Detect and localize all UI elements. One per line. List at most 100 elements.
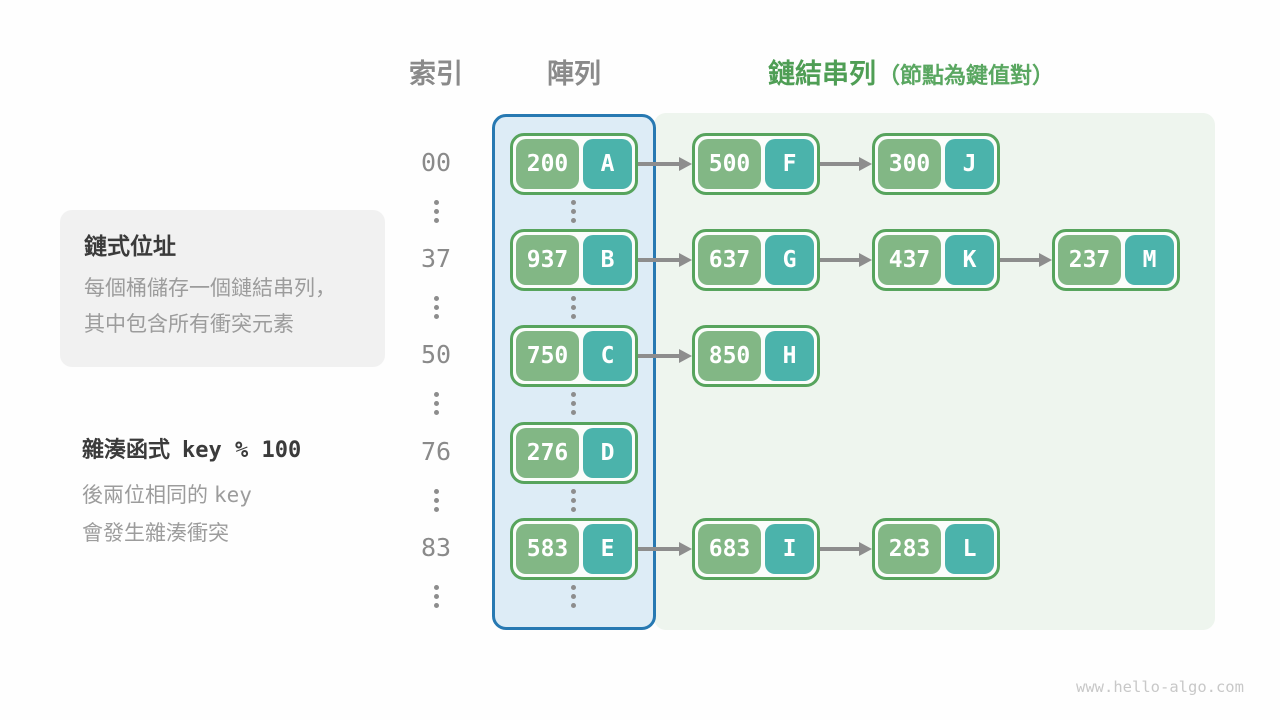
linked-list-header-note: （節點為鍵值對） xyxy=(878,63,1055,88)
ellipsis-dot xyxy=(570,585,576,590)
ellipsis-dot xyxy=(570,603,576,608)
next-pointer-arrow xyxy=(638,348,692,364)
next-pointer-arrow xyxy=(638,541,692,557)
arrow-head-icon xyxy=(679,542,692,556)
kv-key-cell: 276 xyxy=(516,428,579,478)
watermark: www.hello-algo.com xyxy=(1076,678,1244,696)
chaining-callout-body: 每個桶儲存一個鏈結串列， 其中包含所有衝突元素 xyxy=(84,271,385,343)
kv-value-cell: H xyxy=(765,331,814,381)
ellipsis-dot xyxy=(433,200,439,205)
linked-list-header-label: 鏈結串列 xyxy=(768,59,876,89)
kv-value-cell: L xyxy=(945,524,994,574)
kv-key-cell: 850 xyxy=(698,331,761,381)
kv-value-cell: M xyxy=(1125,235,1174,285)
hash-function-body-line1-text: 後兩位相同的 xyxy=(82,484,208,507)
ellipsis-dot xyxy=(433,498,439,503)
kv-value-cell: D xyxy=(583,428,632,478)
ellipsis-dot xyxy=(433,392,439,397)
kv-key-cell: 750 xyxy=(516,331,579,381)
arrow-line xyxy=(638,258,681,262)
ellipsis-dot xyxy=(570,489,576,494)
index-label: 50 xyxy=(420,340,452,369)
arrow-head-icon xyxy=(1039,253,1052,267)
kv-value-cell: E xyxy=(583,524,632,574)
ellipsis-dots xyxy=(433,489,439,516)
linked-list-column-header: 鏈結串列（節點為鍵值對） xyxy=(768,52,1054,91)
ellipsis-dot xyxy=(570,507,576,512)
ellipsis-dots xyxy=(570,392,576,419)
ellipsis-dot xyxy=(570,498,576,503)
ellipsis-dot xyxy=(570,410,576,415)
index-label: 00 xyxy=(420,148,452,177)
hash-function-body: 後兩位相同的 key 會發生雜湊衝突 xyxy=(82,476,402,553)
ellipsis-dot xyxy=(570,594,576,599)
ellipsis-dot xyxy=(433,218,439,223)
kv-key-cell: 300 xyxy=(878,139,941,189)
arrow-line xyxy=(820,258,861,262)
arrow-line xyxy=(638,162,681,166)
ellipsis-dots xyxy=(570,489,576,516)
ellipsis-dot xyxy=(570,218,576,223)
ellipsis-dot xyxy=(433,314,439,319)
ellipsis-dot xyxy=(570,305,576,310)
next-pointer-arrow xyxy=(1000,252,1052,268)
ellipsis-dot xyxy=(570,200,576,205)
hash-function-title-text: 雜湊函式 xyxy=(82,437,171,462)
arrow-head-icon xyxy=(679,253,692,267)
kv-key-cell: 500 xyxy=(698,139,761,189)
arrow-line xyxy=(1000,258,1041,262)
arrow-head-icon xyxy=(859,157,872,171)
kv-key-cell: 937 xyxy=(516,235,579,285)
hash-function-title: 雜湊函式 key % 100 xyxy=(82,432,402,464)
kv-value-cell: J xyxy=(945,139,994,189)
ellipsis-dot xyxy=(570,401,576,406)
chaining-callout: 鏈式位址 每個桶儲存一個鏈結串列， 其中包含所有衝突元素 xyxy=(60,210,385,367)
hash-function-body-line1: 後兩位相同的 key xyxy=(82,476,402,515)
ellipsis-dot xyxy=(433,296,439,301)
ellipsis-dot xyxy=(433,401,439,406)
kv-key-cell: 237 xyxy=(1058,235,1121,285)
hash-function-note: 雜湊函式 key % 100 後兩位相同的 key 會發生雜湊衝突 xyxy=(82,432,402,553)
ellipsis-dot xyxy=(433,603,439,608)
arrow-line xyxy=(638,547,681,551)
hash-function-body-line1-code: key xyxy=(214,483,252,507)
kv-value-cell: F xyxy=(765,139,814,189)
chaining-callout-title: 鏈式位址 xyxy=(84,233,176,259)
kv-key-cell: 283 xyxy=(878,524,941,574)
index-label: 83 xyxy=(420,533,452,562)
arrow-line xyxy=(638,354,681,358)
next-pointer-arrow xyxy=(638,252,692,268)
ellipsis-dots xyxy=(433,200,439,227)
next-pointer-arrow xyxy=(820,541,872,557)
kv-value-cell: A xyxy=(583,139,632,189)
kv-value-cell: G xyxy=(765,235,814,285)
arrow-head-icon xyxy=(859,542,872,556)
next-pointer-arrow xyxy=(820,252,872,268)
hash-function-formula: key % 100 xyxy=(182,438,302,463)
kv-value-cell: C xyxy=(583,331,632,381)
arrow-line xyxy=(820,162,861,166)
chaining-callout-line2: 其中包含所有衝突元素 xyxy=(84,313,294,336)
ellipsis-dots xyxy=(570,585,576,612)
ellipsis-dot xyxy=(433,489,439,494)
arrow-head-icon xyxy=(859,253,872,267)
next-pointer-arrow xyxy=(638,156,692,172)
ellipsis-dot xyxy=(570,392,576,397)
index-label: 76 xyxy=(420,437,452,466)
ellipsis-dots xyxy=(570,296,576,323)
ellipsis-dot xyxy=(433,507,439,512)
hash-function-body-line2: 會發生雜湊衝突 xyxy=(82,522,229,545)
ellipsis-dots xyxy=(570,200,576,227)
index-label: 37 xyxy=(420,244,452,273)
